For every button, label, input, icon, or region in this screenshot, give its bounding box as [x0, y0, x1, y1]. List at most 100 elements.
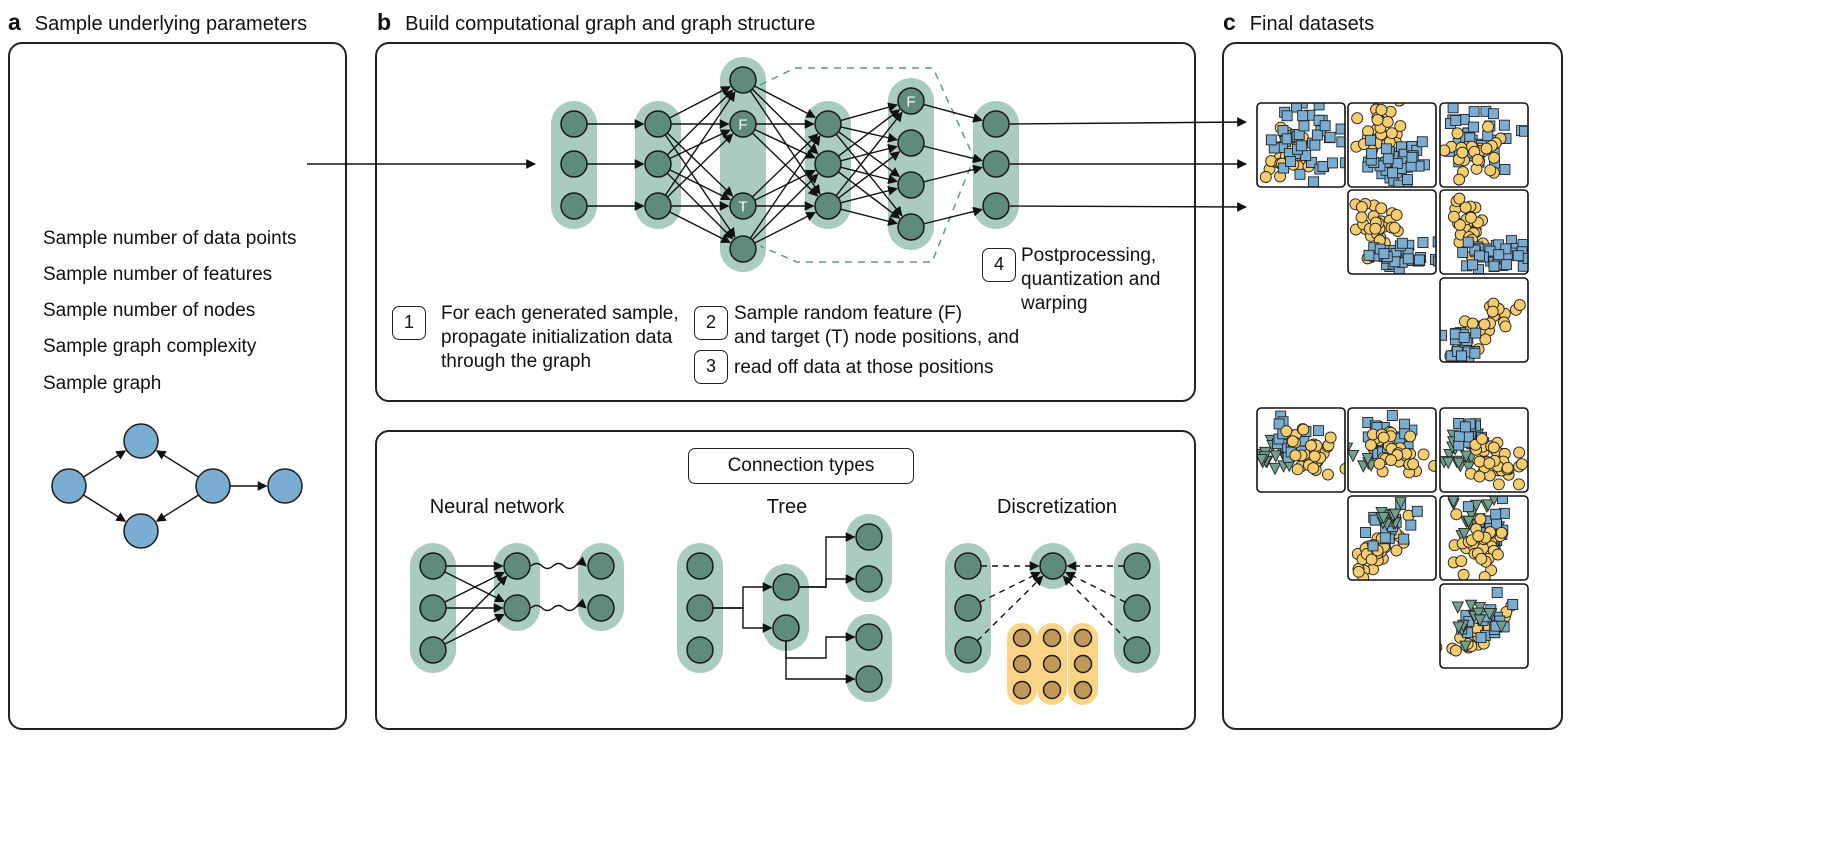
panel-a-box — [8, 42, 347, 730]
point-circle — [1364, 439, 1377, 451]
point-circle — [1464, 211, 1477, 224]
point-circle — [1457, 568, 1470, 580]
point-square — [1493, 249, 1505, 261]
plot-frame — [1439, 495, 1529, 581]
point-square — [1367, 540, 1379, 552]
edge-arrow — [840, 208, 898, 227]
point-circle — [1324, 431, 1337, 444]
graph-node — [1123, 636, 1151, 664]
point-square — [1467, 259, 1479, 271]
step-4-line-3: warping — [1021, 293, 1088, 314]
plot-points — [1440, 297, 1526, 362]
edge-arrow — [754, 128, 816, 159]
target-node-label: T — [738, 199, 747, 216]
step-4-line-2: quantization and — [1021, 269, 1161, 290]
connection-types-label: Connection types — [688, 448, 914, 484]
edge-arrow — [664, 91, 736, 196]
point-square — [1500, 243, 1512, 255]
point-square — [1311, 129, 1323, 141]
edge-arrow — [923, 206, 983, 225]
graph-node — [419, 552, 447, 580]
feature-node-label: F — [738, 117, 747, 134]
point-triangle — [1452, 621, 1465, 634]
point-circle — [1371, 113, 1384, 126]
step-4-badge: 4 — [982, 248, 1016, 282]
point-triangle — [1377, 511, 1390, 525]
point-circle — [1473, 455, 1486, 468]
point-circle — [1451, 127, 1464, 140]
point-square — [1490, 518, 1502, 530]
scatter-plot — [1439, 495, 1529, 581]
point-circle — [1305, 439, 1317, 452]
point-circle — [1259, 171, 1272, 183]
edge-arrow — [840, 102, 898, 122]
edge-arrow — [444, 613, 505, 645]
point-square — [1290, 103, 1302, 113]
point-circle — [1388, 221, 1401, 234]
point-triangle — [1268, 462, 1282, 476]
point-circle — [1513, 299, 1526, 312]
point-square — [1507, 599, 1519, 610]
graph-node — [897, 87, 925, 115]
point-square — [1380, 143, 1392, 155]
graph-node — [587, 552, 615, 580]
point-square — [1498, 119, 1510, 131]
graph-node — [897, 171, 925, 199]
graph-node — [982, 110, 1010, 138]
point-circle — [1404, 430, 1417, 443]
point-square — [1501, 259, 1512, 271]
tree-split-edge — [785, 632, 856, 659]
edge-arrow — [835, 111, 903, 197]
bin-node — [1012, 654, 1032, 674]
dag-node — [123, 423, 159, 459]
point-circle — [1515, 458, 1528, 471]
point-square — [1336, 136, 1345, 148]
point-square — [1457, 247, 1469, 258]
bin-node — [1073, 628, 1093, 648]
point-square — [1433, 255, 1436, 267]
point-square — [1411, 505, 1423, 517]
point-circle — [1488, 151, 1501, 164]
point-circle — [1459, 201, 1472, 214]
graph-node — [686, 636, 714, 664]
point-circle — [1260, 190, 1271, 201]
point-square — [1365, 134, 1377, 146]
edge-arrow — [751, 133, 819, 198]
sample-step-2: Sample number of features — [43, 264, 273, 285]
step-2-line-1: Sample random feature (F) — [734, 303, 963, 324]
point-circle — [1390, 208, 1403, 221]
point-square — [1462, 236, 1474, 248]
dag-edge — [155, 494, 199, 522]
point-circle — [1381, 115, 1394, 128]
point-triangle — [1389, 508, 1402, 522]
step-1-line-2: propagate initialization data — [441, 327, 673, 348]
discretization-label: Discretization — [996, 496, 1118, 518]
point-circle — [1491, 548, 1504, 561]
edge-arrow — [666, 89, 734, 156]
point-circle — [1440, 144, 1451, 157]
scatter-plot — [1256, 102, 1346, 201]
graph-node — [982, 192, 1010, 220]
bin-node — [1012, 680, 1032, 700]
point-circle — [1466, 317, 1479, 330]
point-circle — [1474, 513, 1487, 526]
graph-node — [1039, 552, 1067, 580]
layer-nodes: FTF — [51, 66, 1151, 700]
point-circle — [1365, 553, 1378, 566]
point-circle — [1369, 222, 1382, 235]
sample-step-5: Sample graph — [43, 373, 162, 394]
point-circle — [1428, 459, 1436, 472]
point-circle — [1390, 544, 1403, 557]
point-circle — [1501, 461, 1514, 474]
point-square — [1313, 425, 1324, 437]
edge-arrow — [923, 164, 983, 183]
plot-points — [1440, 418, 1528, 491]
point-square — [1458, 332, 1470, 343]
point-triangle — [1459, 640, 1472, 654]
point-circle — [1280, 425, 1293, 438]
point-square — [1396, 237, 1408, 249]
layer-edges — [83, 85, 1247, 684]
plot-points — [1440, 587, 1519, 657]
